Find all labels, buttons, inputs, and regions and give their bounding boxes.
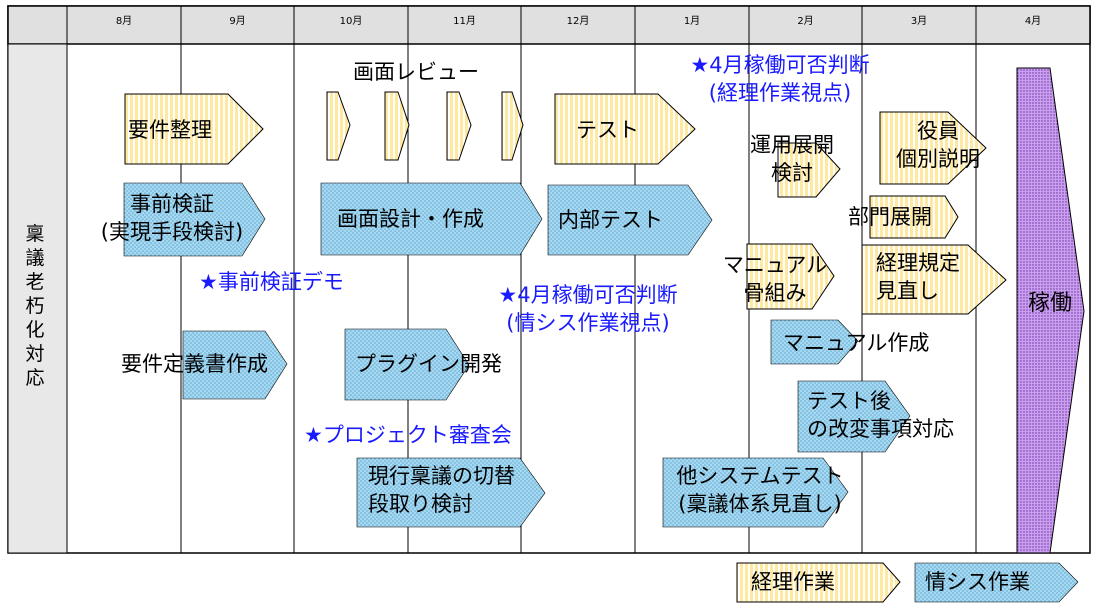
label-dept-rollout: 部門展開 (848, 205, 932, 229)
side-label-char: 議 (25, 247, 45, 269)
header-row (7, 5, 1091, 45)
side-label-char: 応 (25, 367, 45, 389)
label-screen-review: 画面レビュー (353, 60, 479, 84)
golive-arrow (1016, 67, 1085, 554)
side-label-char: 老 (25, 271, 45, 293)
label-manual-creation: マニュアル作成 (783, 331, 930, 355)
milestone-project-review: ★プロジェクト審査会 (304, 423, 512, 447)
legend-joho-label: 情シス作業 (925, 570, 1030, 594)
keiri-arrow-rule-review (861, 244, 1007, 315)
keiri-arrow-dept-rollout (869, 195, 959, 239)
joho-arrow-manual-creation (770, 319, 859, 365)
label-test: テスト (576, 118, 639, 142)
month-header-dec: 12月 (566, 16, 590, 27)
month-header-oct: 10月 (339, 16, 363, 27)
label-requirements-doc: 要件定義書作成 (121, 352, 268, 376)
legend-keiri-swatch (736, 562, 901, 603)
joho-arrow-other-system-test (662, 457, 849, 528)
month-header-mar: 3月 (910, 16, 928, 27)
month-header-aug: 8月 (115, 16, 133, 27)
label-other-system-test: 他システムテスト (稟議体系見直し) (676, 464, 844, 516)
month-header-apr: 4月 (1024, 16, 1042, 27)
keiri-arrow-requirements (124, 93, 264, 165)
keiri-arrow-test (554, 93, 696, 165)
keiri-arrow-ops-rollout (777, 142, 841, 198)
month-header-sep: 9月 (229, 16, 246, 27)
label-pre-verification: 事前検証 (実現手段検討) (100, 192, 244, 244)
keiri-arrow-manual-outline (746, 243, 835, 310)
side-column (7, 43, 68, 554)
label-requirements: 要件整理 (128, 118, 212, 142)
keiri-arrow-review-1 (326, 91, 351, 161)
milestone-keiri-go-decision: ★4月稼働可否判断 (経理作業視点) (690, 53, 870, 105)
label-exec-briefing: 役員 個別説明 (896, 119, 980, 171)
legend-keiri-label: 経理作業 (751, 570, 835, 594)
joho-arrow-post-test (797, 380, 911, 453)
joho-arrow-switch-procedure (356, 457, 546, 528)
label-golive: 稼働 (1028, 291, 1073, 316)
joho-arrow-requirements-doc (182, 330, 288, 400)
side-label: 稟議老朽化対応 (22, 222, 48, 390)
label-screen-design: 画面設計・作成 (337, 207, 484, 231)
milestone-joho-go-decision: ★4月稼働可否判断 (情シス作業視点) (498, 283, 678, 335)
month-header-nov: 11月 (453, 16, 476, 27)
keiri-arrow-exec-briefing (879, 111, 987, 185)
joho-arrow-internal-test (547, 184, 713, 256)
legend-joho-swatch (914, 562, 1079, 603)
joho-arrow-pre-verification (123, 182, 266, 257)
label-manual-outline: マニュアル 骨組み (722, 253, 828, 305)
side-label-char: 化 (25, 319, 45, 341)
milestone-pre-verification-demo: ★事前検証デモ (199, 270, 344, 294)
joho-arrow-plugin-dev (344, 328, 470, 401)
keiri-arrow-review-4 (501, 91, 524, 161)
month-header-jan: 1月 (683, 16, 701, 27)
month-header-feb: 2月 (797, 16, 814, 27)
side-label-char: 稟 (25, 223, 45, 245)
label-internal-test: 内部テスト (558, 208, 663, 232)
keiri-arrow-review-2 (384, 91, 410, 161)
joho-arrow-screen-design (320, 182, 543, 256)
side-label-char: 対 (25, 343, 45, 365)
keiri-arrow-review-3 (446, 91, 472, 161)
label-plugin-dev: プラグイン開発 (355, 352, 502, 376)
side-label-char: 朽 (25, 295, 45, 317)
label-ops-rollout: 運用展開 検討 (750, 133, 834, 185)
label-switch-procedure: 現行稟議の切替 段取り検討 (368, 464, 515, 516)
label-rule-review: 経理規定 見直し (876, 251, 960, 303)
label-post-test: テスト後 の改変事項対応 (807, 389, 954, 441)
